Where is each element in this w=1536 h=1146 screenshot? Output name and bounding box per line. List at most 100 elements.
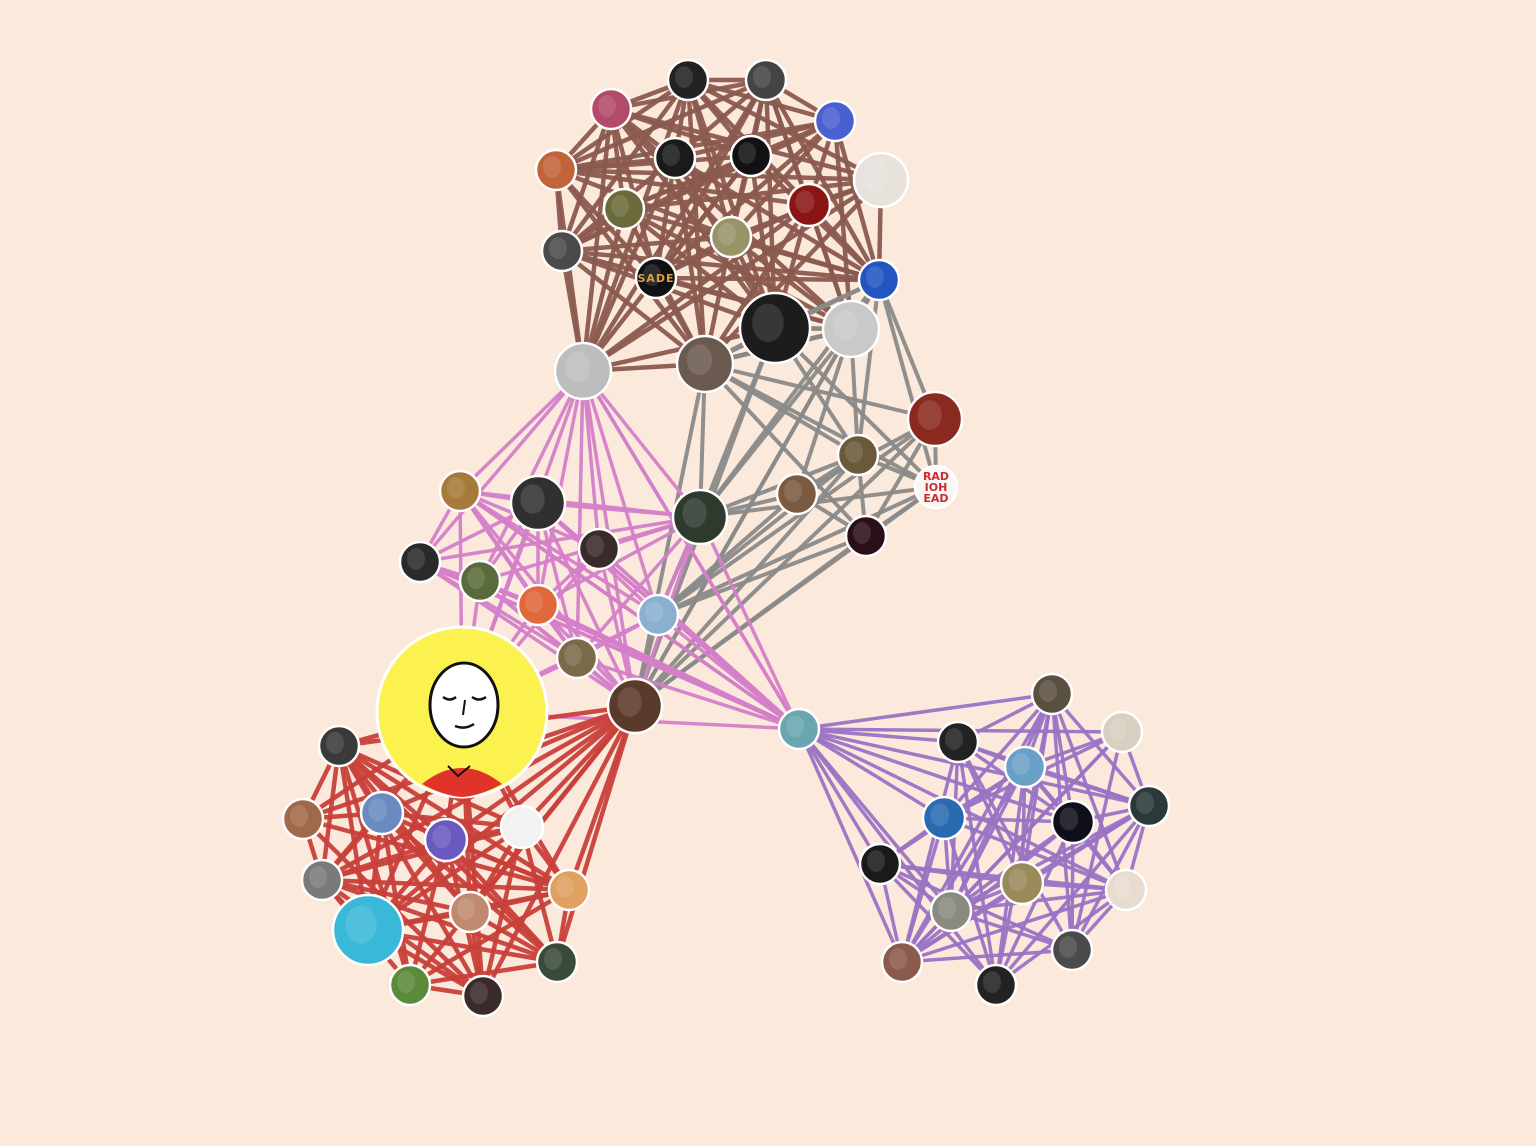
artist-node[interactable] [388, 963, 432, 1007]
artist-photo[interactable] [636, 593, 680, 637]
artist-photo[interactable] [858, 842, 902, 886]
artist-node[interactable] [317, 724, 361, 768]
artist-node[interactable] [844, 514, 888, 558]
artist-photo[interactable] [1050, 799, 1096, 845]
artist-photo[interactable] [675, 334, 735, 394]
artist-photo[interactable] [535, 940, 579, 984]
artist-photo[interactable] [555, 636, 599, 680]
artist-photo[interactable] [913, 464, 959, 510]
artist-photo[interactable] [821, 299, 881, 359]
artist-node[interactable] [602, 187, 646, 231]
artist-photo[interactable] [448, 890, 492, 934]
artist-node[interactable] [448, 890, 492, 934]
artist-photo[interactable] [589, 87, 633, 131]
artist-node[interactable] [775, 472, 819, 516]
artist-photo[interactable] [438, 469, 482, 513]
artist-node[interactable] [729, 134, 773, 178]
artist-node[interactable] [458, 559, 502, 603]
artist-node[interactable] [653, 136, 697, 180]
artist-photo[interactable] [602, 187, 646, 231]
artist-node[interactable] [671, 488, 729, 546]
artist-node[interactable] [636, 593, 680, 637]
artist-photo[interactable] [516, 583, 560, 627]
artist-node[interactable] [744, 58, 788, 102]
artist-node[interactable] [516, 583, 560, 627]
artist-photo[interactable] [398, 540, 442, 584]
artist-photo[interactable] [331, 893, 405, 967]
artist-photo[interactable] [281, 797, 325, 841]
artist-photo[interactable] [852, 151, 910, 209]
artist-photo[interactable] [709, 215, 753, 259]
artist-photo[interactable] [461, 974, 505, 1018]
artist-node[interactable] [331, 893, 405, 967]
artist-photo[interactable] [634, 256, 678, 300]
artist-node[interactable] [857, 258, 901, 302]
artist-photo[interactable] [1003, 745, 1047, 789]
artist-node[interactable] [738, 291, 812, 365]
artist-photo[interactable] [906, 390, 964, 448]
artist-node[interactable] [906, 390, 964, 448]
artist-node[interactable] [547, 868, 591, 912]
artist-node[interactable] [438, 469, 482, 513]
artist-node[interactable] [777, 707, 821, 751]
artist-photo[interactable] [813, 99, 857, 143]
artist-node[interactable] [1100, 710, 1144, 754]
artist-node[interactable] [577, 527, 621, 571]
artist-node[interactable] [709, 215, 753, 259]
artist-photo[interactable] [729, 134, 773, 178]
artist-photo[interactable] [974, 963, 1018, 1007]
artist-node[interactable] [813, 99, 857, 143]
artist-node[interactable] [666, 58, 710, 102]
artist-node[interactable] [606, 677, 664, 735]
artist-node[interactable] [359, 790, 405, 836]
artist-photo[interactable] [999, 860, 1045, 906]
artist-node[interactable] [821, 299, 881, 359]
artist-node[interactable] [936, 720, 980, 764]
artist-photo[interactable] [786, 182, 832, 228]
artist-node[interactable] [499, 804, 545, 850]
artist-photo[interactable] [534, 148, 578, 192]
artist-node[interactable] [999, 860, 1045, 906]
artist-photo[interactable] [509, 474, 567, 532]
artist-node[interactable] [974, 963, 1018, 1007]
artist-node[interactable] [535, 940, 579, 984]
artist-photo[interactable] [1030, 672, 1074, 716]
artist-node[interactable] [634, 256, 678, 300]
artist-photo[interactable] [359, 790, 405, 836]
artist-photo[interactable] [844, 514, 888, 558]
artist-photo[interactable] [880, 940, 924, 984]
artist-node[interactable] [461, 974, 505, 1018]
artist-node[interactable] [675, 334, 735, 394]
artist-node[interactable] [509, 474, 567, 532]
artist-photo[interactable] [671, 488, 729, 546]
artist-node[interactable] [589, 87, 633, 131]
artist-photo[interactable] [836, 433, 880, 477]
artist-photo[interactable] [606, 677, 664, 735]
artist-photo[interactable] [547, 868, 591, 912]
artist-node[interactable] [1030, 672, 1074, 716]
artist-photo[interactable] [921, 795, 967, 841]
artist-node[interactable] [553, 341, 613, 401]
artist-photo[interactable] [553, 341, 613, 401]
artist-photo[interactable] [300, 858, 344, 902]
artist-photo[interactable] [738, 291, 812, 365]
artist-node[interactable] [423, 817, 469, 863]
artist-node[interactable] [1050, 799, 1096, 845]
artist-photo[interactable] [540, 229, 584, 273]
artist-photo[interactable] [744, 58, 788, 102]
artist-photo[interactable] [1100, 710, 1144, 754]
artist-photo[interactable] [929, 889, 973, 933]
artist-node[interactable] [300, 858, 344, 902]
artist-photo[interactable] [666, 58, 710, 102]
artist-node[interactable] [281, 797, 325, 841]
artist-photo[interactable] [499, 804, 545, 850]
artist-photo[interactable] [577, 527, 621, 571]
artist-node[interactable] [786, 182, 832, 228]
artist-photo[interactable] [936, 720, 980, 764]
artist-node[interactable] [1104, 868, 1148, 912]
artist-photo[interactable] [458, 559, 502, 603]
artist-photo[interactable] [775, 472, 819, 516]
artist-photo[interactable] [423, 817, 469, 863]
artist-node[interactable] [836, 433, 880, 477]
